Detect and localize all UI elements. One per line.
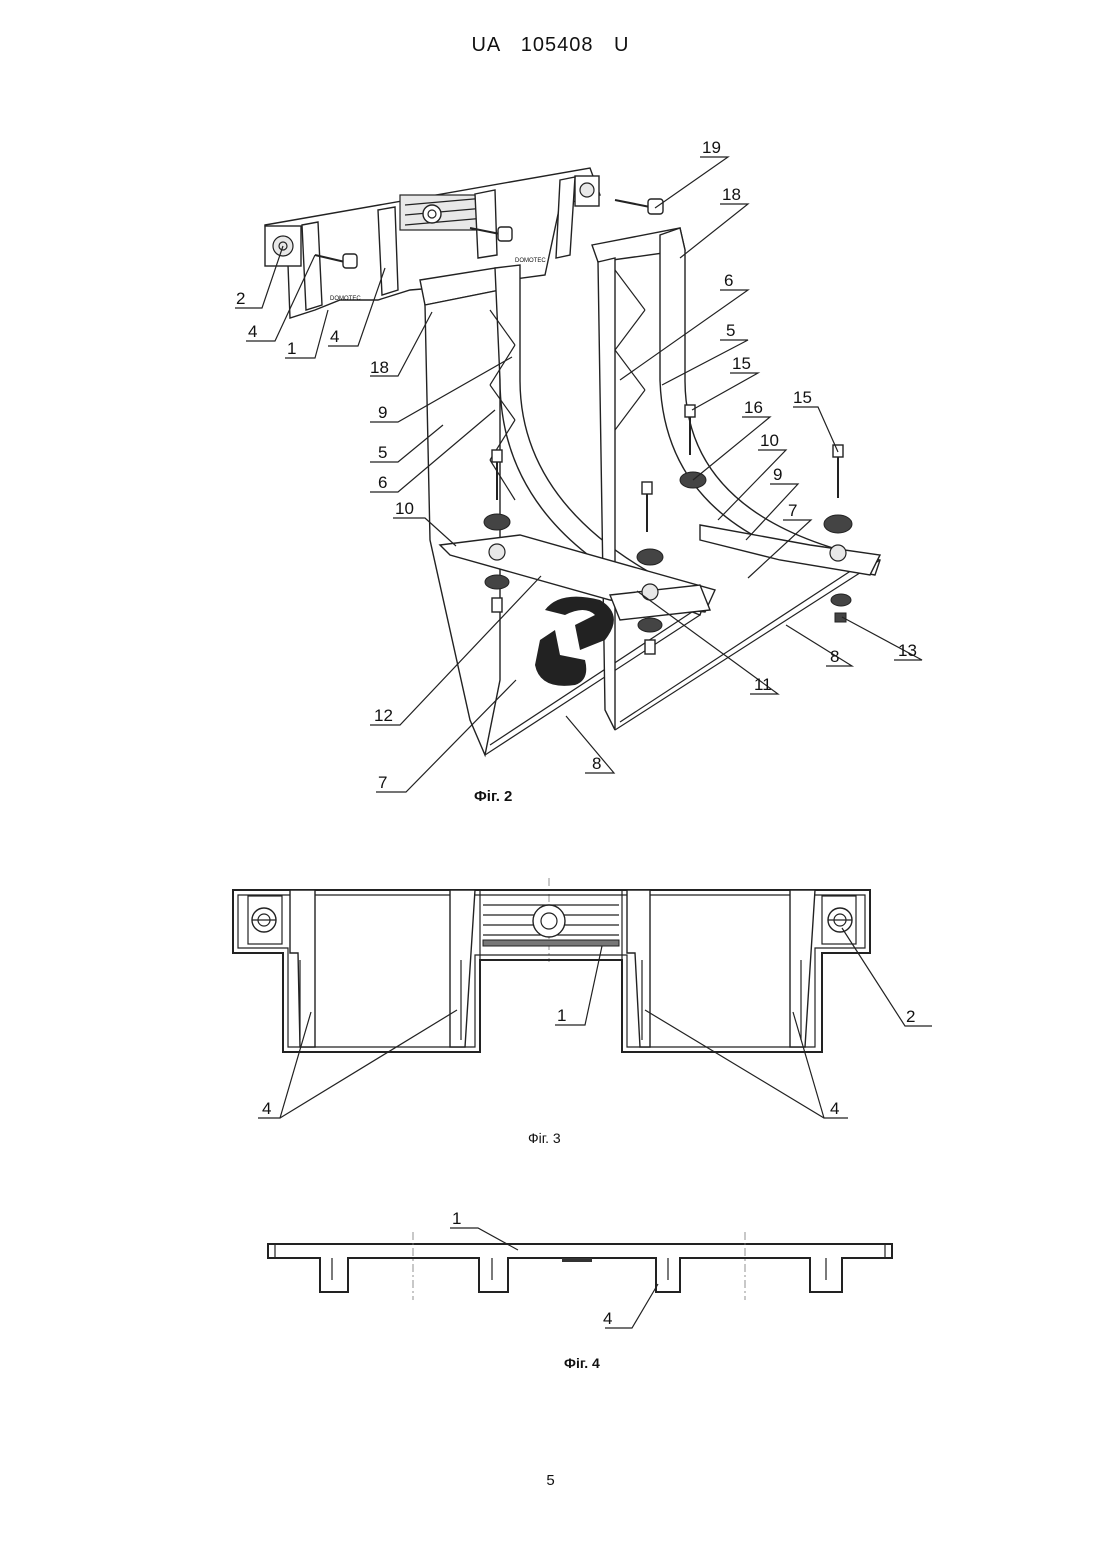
figure-3-drawing: 4 4 1 2 [233, 878, 932, 1118]
svg-text:DOMOTEC: DOMOTEC [330, 296, 361, 302]
figure-3-leaders [258, 928, 932, 1118]
figure-4-drawing: 1 4 [268, 1209, 892, 1328]
fig3-label-4-right: 4 [830, 1099, 839, 1118]
fig2-label-8-right: 8 [830, 647, 839, 666]
fig2-label-4-right: 4 [330, 327, 339, 346]
fig2-label-8-left: 8 [592, 754, 601, 773]
fig2-label-11: 11 [754, 675, 772, 694]
fig2-label-16: 16 [744, 398, 763, 417]
figure-4-caption: Фіг. 4 [564, 1355, 600, 1371]
fig4-label-1: 1 [452, 1209, 461, 1228]
fig2-label-9-left: 9 [378, 403, 387, 422]
figure-2-caption: Фіг. 2 [474, 788, 512, 805]
fig2-label-12: 12 [374, 706, 393, 725]
cross-plates [440, 525, 880, 620]
fig2-label-6-right: 6 [724, 271, 733, 290]
fig3-label-2: 2 [906, 1007, 915, 1026]
fig2-label-5-left: 5 [378, 443, 387, 462]
fig2-label-2: 2 [236, 289, 245, 308]
fig2-label-19: 19 [702, 138, 721, 157]
figure-3-caption: Фіг. 3 [528, 1130, 561, 1146]
fig2-label-7-right: 7 [788, 501, 797, 520]
fig2-label-18-left: 18 [370, 358, 389, 377]
fig3-label-1: 1 [557, 1006, 566, 1025]
logo-mark [535, 597, 614, 686]
page-number: 5 [0, 1472, 1101, 1489]
fig2-label-7-left: 7 [378, 773, 387, 792]
fig2-label-10-left: 10 [395, 499, 414, 518]
fig2-label-10-right: 10 [760, 431, 779, 450]
fig2-label-1: 1 [287, 339, 296, 358]
fig4-label-4: 4 [603, 1309, 612, 1328]
fig2-label-15-right: 15 [793, 388, 812, 407]
fig2-label-6-left: 6 [378, 473, 387, 492]
fig2-label-18-right: 18 [722, 185, 741, 204]
fig2-label-9-right: 9 [773, 465, 782, 484]
svg-text:DOMOTEC: DOMOTEC [515, 258, 546, 264]
figure-2-drawing: DOMOTEC DOMOTEC [235, 138, 922, 792]
fig2-label-13: 13 [898, 641, 917, 660]
fig3-label-4-left: 4 [262, 1099, 271, 1118]
fig2-label-15-left: 15 [732, 354, 751, 373]
fig2-label-4-left: 4 [248, 322, 257, 341]
fig2-label-5-right: 5 [726, 321, 735, 340]
